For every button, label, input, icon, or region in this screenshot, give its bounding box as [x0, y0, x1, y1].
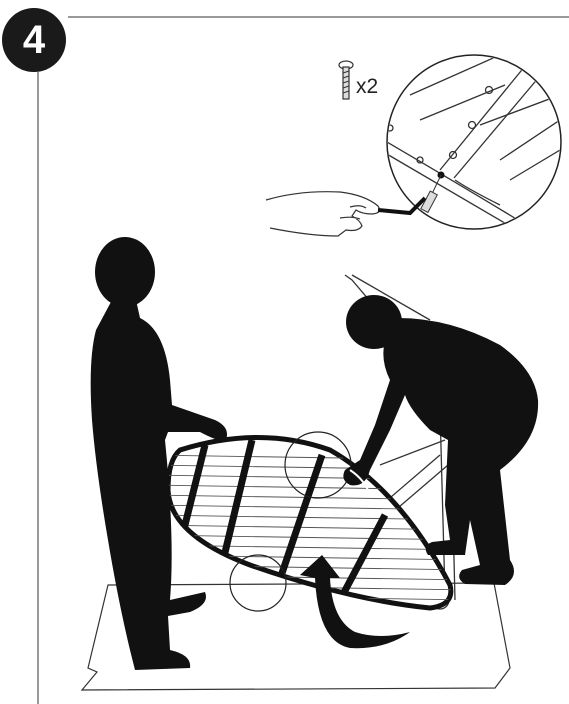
- ironing-board: [150, 438, 470, 609]
- step-number-badge: 4: [2, 8, 66, 72]
- screw-quantity-label: x2: [356, 75, 378, 99]
- screw-icon: [339, 61, 353, 99]
- hand-with-hex-key: [266, 192, 425, 236]
- detail-callout: [380, 40, 561, 232]
